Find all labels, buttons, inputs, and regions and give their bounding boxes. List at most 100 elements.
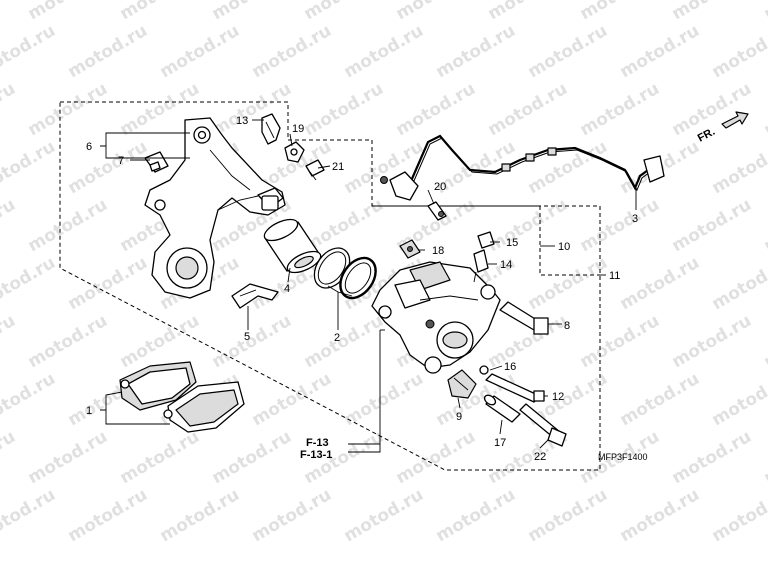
watermark-text: motod.ru	[393, 79, 479, 140]
watermark-text: motod.ru	[249, 369, 335, 430]
watermark-text: motod.ru	[433, 485, 519, 546]
watermark-text: motod.ru	[433, 21, 519, 82]
callout-19: 19	[292, 123, 304, 135]
assembly-frame	[59, 101, 601, 471]
watermark-text: motod.ru	[525, 485, 611, 546]
callout-15: 15	[506, 237, 518, 249]
watermark-text: motod.ru	[0, 21, 59, 82]
watermark-text: motod.ru	[25, 0, 111, 24]
watermark-text: motod.ru	[209, 311, 295, 372]
watermark-text: motod.ru	[761, 79, 768, 140]
callout-3: 3	[632, 213, 638, 225]
watermark-text: motod.ru	[301, 311, 387, 372]
watermark-text: motod.ru	[25, 195, 111, 256]
callout-6: 6	[86, 141, 92, 153]
sleeve-17	[483, 394, 521, 423]
watermark-text: motod.ru	[341, 369, 427, 430]
watermark-text: motod.ru	[301, 79, 387, 140]
watermark-text: motod.ru	[65, 253, 151, 314]
callout-22: 22	[534, 451, 546, 463]
watermark-text: motod.ru	[0, 0, 19, 24]
watermark-text: motod.ru	[25, 311, 111, 372]
watermark-text: motod.ru	[761, 427, 768, 488]
hose-clamp-19	[284, 141, 305, 163]
watermark-text: motod.ru	[669, 311, 755, 372]
bleeder-cap-18	[399, 239, 421, 259]
callout-9: 9	[456, 411, 462, 423]
slide-pin-8	[499, 301, 549, 335]
watermark-text: motod.ru	[0, 485, 59, 546]
watermark-text: motod.ru	[669, 0, 755, 24]
watermark-text: motod.ru	[25, 427, 111, 488]
callout-5: 5	[244, 331, 250, 343]
watermark-text: motod.ru	[393, 427, 479, 488]
watermark-text: motod.ru	[577, 79, 663, 140]
watermark-text: motod.ru	[577, 195, 663, 256]
watermark-text: motod.ru	[617, 253, 703, 314]
watermark-text: motod.ru	[485, 79, 571, 140]
watermark-text: motod.ru	[433, 369, 519, 430]
watermark-text: motod.ru	[577, 0, 663, 24]
watermark-text: motod.ru	[249, 21, 335, 82]
callout-10: 10	[558, 241, 570, 253]
callout-18: 18	[432, 245, 444, 257]
watermark-text: motod.ru	[761, 195, 768, 256]
watermark-text: motod.ru	[709, 485, 768, 546]
piston-4	[263, 218, 322, 274]
watermark-text: motod.ru	[0, 427, 19, 488]
watermark-text: motod.ru	[0, 195, 19, 256]
watermark-text: motod.ru	[0, 253, 59, 314]
watermark-text: motod.ru	[669, 195, 755, 256]
watermark-text: motod.ru	[0, 79, 19, 140]
watermark-text: motod.ru	[341, 21, 427, 82]
watermark-text: motod.ru	[525, 253, 611, 314]
callout-21: 21	[332, 161, 344, 173]
direction-label: FR.	[696, 126, 717, 145]
front-direction-arrow	[721, 111, 749, 129]
watermark-text: motod.ru	[0, 311, 19, 372]
bleed-cap-15	[477, 231, 495, 249]
callout-7: 7	[118, 155, 124, 167]
watermark-text: motod.ru	[301, 0, 387, 24]
dust-boot-9	[447, 369, 477, 399]
watermark-text: motod.ru	[209, 0, 295, 24]
watermark-text: motod.ru	[209, 427, 295, 488]
watermark-text: motod.ru	[761, 311, 768, 372]
page-ref-f13: F-13	[306, 437, 329, 449]
watermark-text: motod.ru	[617, 21, 703, 82]
bleed-valve-14	[473, 249, 489, 283]
caliper-bracket	[144, 117, 286, 299]
pin-12	[485, 373, 545, 403]
watermark-text: motod.ru	[65, 137, 151, 198]
watermark-text: motod.ru	[117, 0, 203, 24]
watermark-text: motod.ru	[525, 137, 611, 198]
watermark-text: motod.ru	[485, 0, 571, 24]
watermark-text: motod.ru	[117, 427, 203, 488]
pad-spring-5	[231, 283, 279, 309]
clip-16	[479, 365, 489, 375]
watermark-text: motod.ru	[709, 253, 768, 314]
callout-12: 12	[552, 391, 564, 403]
watermark-text: motod.ru	[157, 485, 243, 546]
watermark-text: motod.ru	[157, 21, 243, 82]
watermark-text: motod.ru	[249, 485, 335, 546]
watermark-text: motod.ru	[709, 369, 768, 430]
watermark-text: motod.ru	[669, 427, 755, 488]
watermark-text: motod.ru	[0, 369, 59, 430]
callout-14: 14	[500, 259, 512, 271]
callout-8: 8	[564, 320, 570, 332]
watermark-text: motod.ru	[617, 485, 703, 546]
watermark-text: motod.ru	[709, 21, 768, 82]
watermark-text: motod.ru	[761, 0, 768, 24]
callout-4: 4	[284, 283, 290, 295]
page-ref-f13-1: F-13-1	[300, 449, 332, 461]
watermark-text: motod.ru	[525, 21, 611, 82]
watermark-text: motod.ru	[65, 485, 151, 546]
callout-11: 11	[609, 270, 620, 282]
diagram-code: MFP3F1400	[598, 452, 648, 462]
caliper-subassembly-frame	[372, 205, 600, 276]
watermark-text: motod.ru	[617, 369, 703, 430]
